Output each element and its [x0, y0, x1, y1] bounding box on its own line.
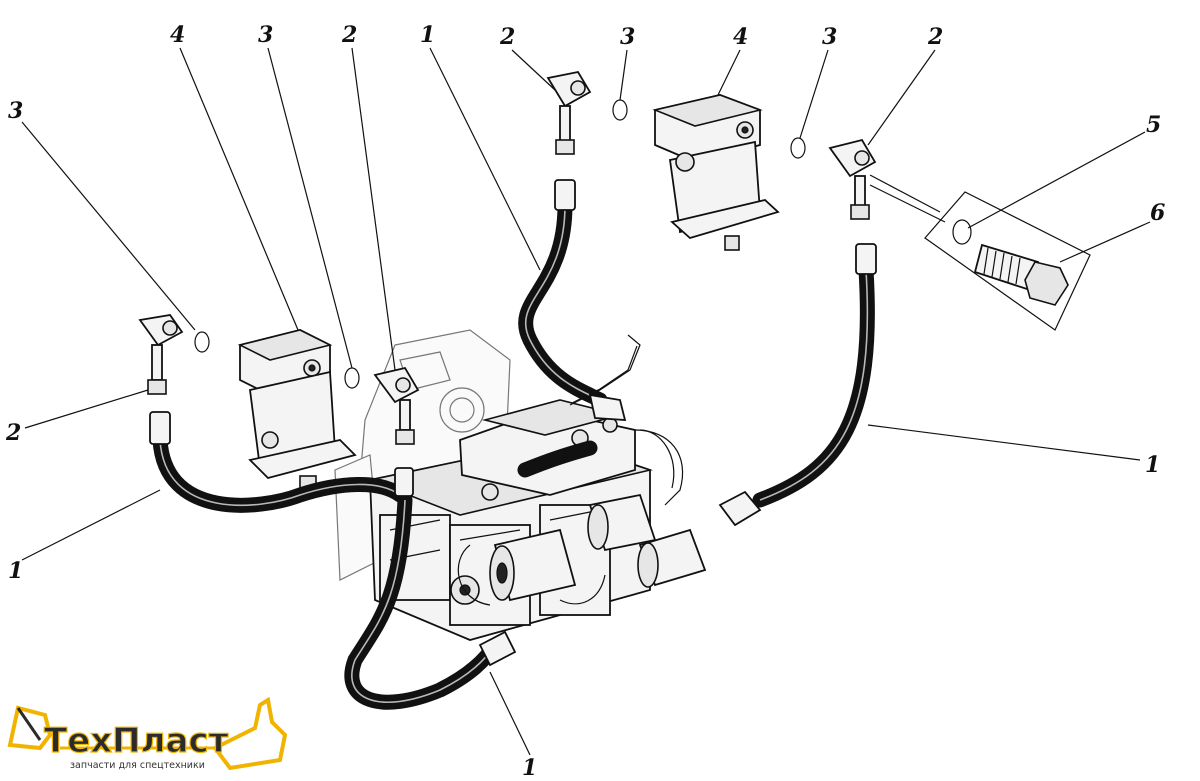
callout-5: 5	[1146, 112, 1161, 138]
callout-3-left: 3	[8, 98, 23, 124]
pump-cylinder-right	[637, 528, 707, 588]
o-ring-left	[194, 331, 210, 353]
banjo-fitting-left	[138, 314, 184, 395]
banjo-fitting-right	[828, 138, 877, 220]
filter-top	[652, 94, 780, 251]
excavator-logo-icon	[7, 696, 288, 771]
callout-2-left: 2	[5, 420, 21, 446]
pump-cylinder-mid	[587, 493, 657, 552]
hose-right	[752, 262, 875, 508]
logo-name: ТехПласт	[44, 721, 229, 761]
pump-cylinder-left	[489, 528, 577, 602]
callout-2-right: 2	[927, 24, 943, 50]
hose-end-fittings	[149, 179, 877, 667]
banjo-fitting-top	[546, 70, 592, 155]
callout-1-top: 1	[420, 22, 435, 48]
logo-tagline: запчасти для спецтехники	[70, 760, 205, 771]
washer	[952, 219, 972, 245]
hoses	[152, 197, 875, 710]
hose-block	[517, 440, 598, 478]
banjo-fitting-mid	[373, 366, 420, 445]
callout-3-right: 3	[822, 24, 837, 50]
o-ring-top	[612, 99, 628, 121]
callout-3-mid: 3	[258, 22, 273, 48]
callout-2-mid: 2	[341, 22, 357, 48]
o-ring-mid	[344, 367, 360, 389]
o-ring-right	[790, 137, 806, 159]
callout-6: 6	[1150, 200, 1165, 226]
inset-detail	[869, 174, 1091, 331]
leader-lines	[21, 47, 1151, 756]
callout-labels: 3 4 3 2 1 2 3 4 3 2 5 6 2 1 1 1	[5, 22, 1165, 781]
filter-left	[237, 329, 357, 489]
bolt	[973, 243, 1069, 306]
callout-3-top: 3	[620, 24, 635, 50]
callout-4-left: 4	[170, 22, 185, 48]
callout-4-top: 4	[733, 24, 748, 50]
logo: ТехПласт запчасти для спецтехники	[7, 696, 288, 771]
callout-2-top: 2	[499, 24, 515, 50]
callout-1-right: 1	[1145, 452, 1160, 478]
callout-1-left: 1	[8, 558, 23, 584]
callout-1-bottom: 1	[522, 755, 537, 781]
